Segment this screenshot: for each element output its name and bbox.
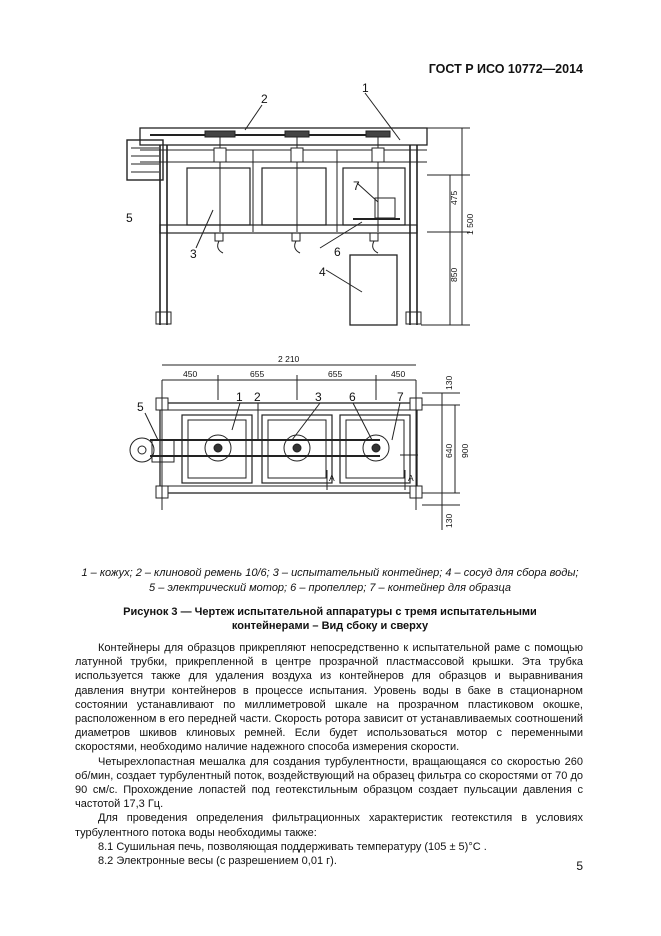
dim-top-450-left: 450 [183, 369, 197, 379]
technical-drawing: 1 2 3 4 5 6 7 475 1 500 850 2 210 450 65… [126, 81, 475, 530]
dim-top-655-b: 655 [328, 369, 342, 379]
section-mark-right: A [408, 473, 414, 483]
dim-1500: 1 500 [465, 213, 475, 235]
dim-130-bottom: 130 [444, 514, 454, 528]
dim-475: 475 [449, 191, 459, 205]
dim-130-top: 130 [444, 376, 454, 390]
caption-line-2: контейнерами – Вид сбоку и сверху [231, 620, 429, 632]
page-number: 5 [576, 859, 583, 873]
callout-top-2: 2 [254, 390, 261, 404]
callout-top-6: 6 [349, 390, 356, 404]
dim-top-450-right: 450 [391, 369, 405, 379]
paragraph-2: Четырехлопастная мешалка для создания ту… [75, 755, 583, 811]
paragraph-1: Контейнеры для образцов прикрепляют непо… [75, 642, 583, 754]
legend-line-1: 1 – кожух; 2 – клиновой ремень 10/6; 3 –… [81, 567, 579, 579]
legend-line-2: 5 – электрический мотор; 6 – пропеллер; … [149, 582, 511, 594]
top-view [129, 364, 460, 530]
section-mark-left: A [329, 473, 335, 483]
figure-legend: 1 – кожух; 2 – клиновой ремень 10/6; 3 –… [60, 566, 600, 596]
callout-top-1: 1 [236, 390, 243, 404]
dim-850: 850 [449, 268, 459, 282]
caption-line-1: Рисунок 3 — Чертеж испытательной аппарат… [123, 606, 537, 618]
callout-top-3: 3 [315, 390, 322, 404]
callout-7: 7 [353, 179, 360, 193]
side-view [126, 92, 470, 326]
callout-2: 2 [261, 92, 268, 106]
list-item-8-2: 8.2 Электронные весы (с разрешением 0,01… [98, 855, 337, 868]
paragraph-3: Для проведения определения фильтрационны… [75, 812, 583, 839]
dim-top-655-a: 655 [250, 369, 264, 379]
callout-6: 6 [334, 245, 341, 259]
callout-3: 3 [190, 247, 197, 261]
dim-640: 640 [444, 444, 454, 458]
body-text: Контейнеры для образцов прикрепляют непо… [75, 641, 583, 868]
list-item-8-1: 8.1 Сушильная печь, позволяющая поддержи… [98, 840, 487, 853]
callout-1: 1 [362, 81, 369, 95]
standard-header: ГОСТ Р ИСО 10772—2014 [428, 62, 583, 76]
callout-5: 5 [126, 211, 133, 225]
dim-900: 900 [460, 444, 470, 458]
callout-4: 4 [319, 265, 326, 279]
callout-top-5: 5 [137, 400, 144, 414]
figure-caption: Рисунок 3 — Чертеж испытательной аппарат… [90, 605, 570, 633]
dim-2210: 2 210 [278, 354, 300, 364]
callout-top-7: 7 [397, 390, 404, 404]
